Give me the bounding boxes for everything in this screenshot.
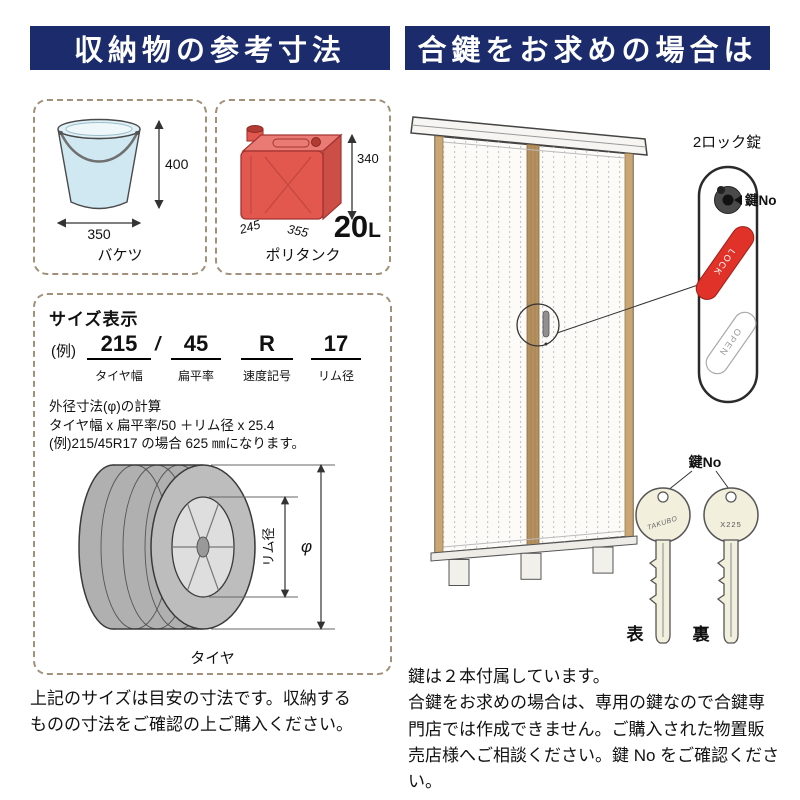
speed-symbol-value: R xyxy=(241,331,293,360)
right-note: 鍵は２本付属しています。 合鍵をお求めの場合は、専用の鍵なので合鍵専門店では作成… xyxy=(408,664,780,796)
tank-label: ポリタンク xyxy=(265,247,341,264)
rim-diameter-dimension: リム径 xyxy=(209,495,298,599)
rim-size-label: リム径 xyxy=(317,369,354,383)
tank-illustration: 340 245 355 xyxy=(237,125,379,240)
lock-title: 2ロック錠 xyxy=(693,134,761,151)
rim-size-value: 17 xyxy=(311,331,361,360)
key-front-label: 表 xyxy=(627,624,645,644)
key-back-label: 裏 xyxy=(692,624,711,644)
right-section-header: 合鍵をお求めの場合は xyxy=(405,26,770,70)
shed-base-rail xyxy=(430,535,638,562)
bucket-width-dimension: 350 xyxy=(56,218,142,242)
calc-formula: タイヤ幅 x 扁平率/50 ＋リム径 x 25.4 xyxy=(49,418,275,433)
bucket-panel: 400 350 バケツ xyxy=(33,99,207,275)
lock-callout-line xyxy=(556,284,699,334)
calc-example: (例)215/45R17 の場合 625 ㎜になります。 xyxy=(49,436,305,451)
bucket-icon xyxy=(57,118,141,210)
left-section-header: 収納物の参考寸法 xyxy=(30,26,390,70)
key-no-pointer-icon xyxy=(734,195,742,205)
right-note-line2: 合鍵をお求めの場合は、専用の鍵なので合鍵専門店では作成できません。ご購入された物… xyxy=(408,693,780,792)
tank-height-value: 340 xyxy=(357,151,379,166)
tank-width-value: 355 xyxy=(286,222,309,240)
tire-width-label: タイヤ幅 xyxy=(95,369,143,383)
tire-illustration: リム径 φ xyxy=(78,463,335,631)
aspect-ratio-value: 45 xyxy=(171,331,221,360)
phi-label: φ xyxy=(301,537,312,556)
aspect-ratio-label: 扁平率 xyxy=(177,369,214,383)
bucket-illustration: 400 350 xyxy=(56,118,189,242)
key-instruction-illustration: 2ロック錠 LOCK OPEN 鍵No 鍵No TAKUBO X225 表 裏 xyxy=(410,116,777,644)
key-number-text: X225 xyxy=(720,520,742,529)
rim-diameter-label: リム径 xyxy=(261,527,276,566)
size-slash: / xyxy=(155,334,161,355)
lock-detail: LOCK OPEN xyxy=(695,165,759,404)
tank-height-dimension: 340 xyxy=(347,133,379,221)
size-example-prefix: (例) xyxy=(51,343,76,360)
right-note-line1: 鍵は２本付属しています。 xyxy=(408,667,610,686)
bucket-label: バケツ xyxy=(97,247,143,264)
outer-diameter-dimension: φ xyxy=(211,463,335,631)
size-box-title: サイズ表示 xyxy=(49,310,139,329)
shed-illustration xyxy=(410,116,699,586)
tank-capacity-value: 20 xyxy=(333,209,369,244)
tire-icon xyxy=(78,464,256,630)
tire-label: タイヤ xyxy=(190,650,235,667)
bucket-height-dimension: 400 xyxy=(154,119,189,210)
speed-symbol-label: 速度記号 xyxy=(242,369,291,383)
shed-door-handle xyxy=(542,310,550,338)
tank-capacity: 20L xyxy=(334,211,381,242)
tire-size-panel: サイズ表示 (例) 215 / 45 R 17 タイヤ幅 扁平率 速度記号 リム… xyxy=(33,293,392,675)
calc-title: 外径寸法(φ)の計算 xyxy=(49,399,162,414)
tank-depth-value: 245 xyxy=(237,218,262,237)
tank-panel: 340 245 355 20L ポリタンク xyxy=(215,99,391,275)
lock-key-no-label: 鍵No xyxy=(745,192,777,208)
left-note: 上記のサイズは目安の寸法です。収納するものの寸法をご確認の上ご購入ください。 xyxy=(30,689,353,735)
bucket-height-value: 400 xyxy=(165,156,189,172)
bucket-handle xyxy=(59,132,139,163)
tank-capacity-unit: L xyxy=(368,219,381,242)
poly-tank-icon xyxy=(240,125,343,221)
key-back-icon: X225 xyxy=(703,487,759,644)
lock-callout-circle xyxy=(516,303,560,347)
key-front-icon: TAKUBO xyxy=(635,487,691,644)
keys-key-no-label: 鍵No xyxy=(689,454,722,470)
bucket-width-value: 350 xyxy=(87,226,111,242)
tire-width-value: 215 xyxy=(87,331,151,360)
